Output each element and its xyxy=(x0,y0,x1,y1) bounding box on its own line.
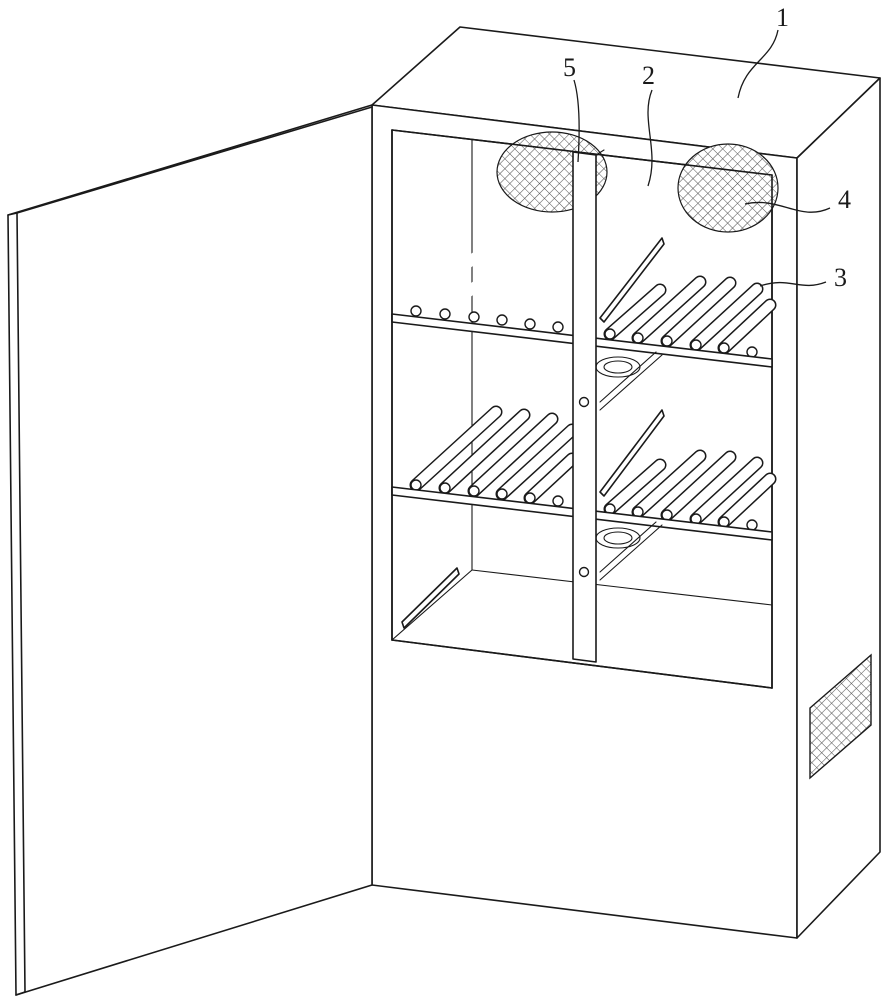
label-5: 5 xyxy=(563,53,576,82)
ceiling-vent-right xyxy=(678,144,778,232)
cabinet-door xyxy=(8,105,372,995)
label-4: 4 xyxy=(838,185,851,214)
divider-screw-upper xyxy=(580,398,589,407)
divider-screw-lower xyxy=(580,568,589,577)
interior-chamber xyxy=(392,130,778,688)
label-3: 3 xyxy=(834,263,847,292)
label-1: 1 xyxy=(776,3,789,32)
label-2: 2 xyxy=(642,61,655,90)
door-panel xyxy=(8,105,372,995)
